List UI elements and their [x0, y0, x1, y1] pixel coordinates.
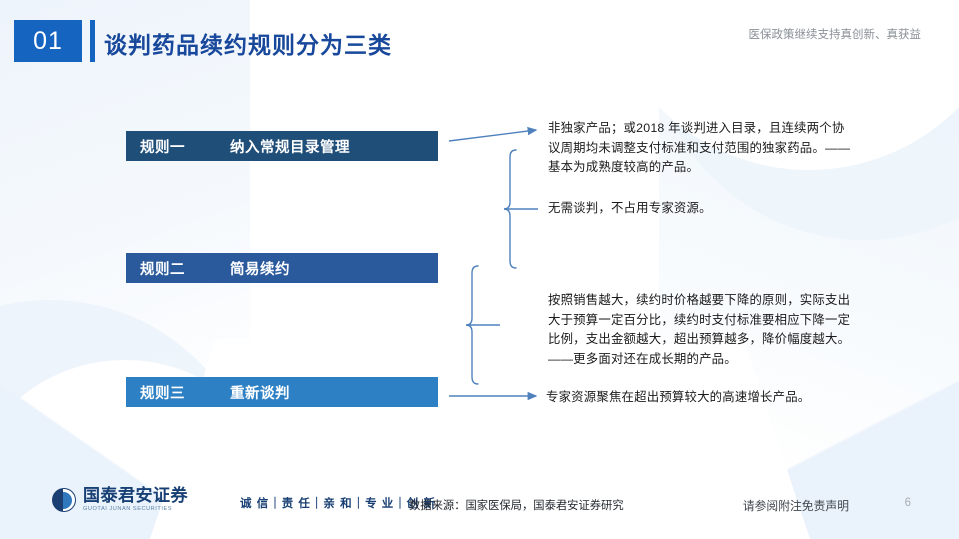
section-number-badge: 01: [14, 20, 82, 62]
header-topic-note: 医保政策继续支持真创新、真获益: [748, 29, 922, 41]
company-logo: 国泰君安证券 GUOTAI JUNAN SECURITIES: [52, 487, 188, 513]
header-divider-rule: [90, 20, 95, 62]
page-number: 6: [904, 497, 911, 509]
rule-box-2-desc: 简易续约: [230, 261, 290, 278]
logo-mark-icon: [52, 488, 76, 512]
rule-box-2-name: 规则二: [140, 261, 185, 278]
rule-box-1-name: 规则一: [140, 139, 185, 156]
paragraph-rule1-benefit: 无需谈判，不占用专家资源。: [548, 201, 712, 215]
company-slogan: 诚 信｜责 任｜亲 和｜专 业｜创 新: [240, 498, 436, 510]
paragraph-rule1-detail: 非独家产品；或2018 年谈判进入目录，且连续两个协议周期均未调整支付标准和支付…: [548, 121, 851, 174]
rule-box-3-desc: 重新谈判: [230, 385, 290, 402]
rule-box-3: 规则三 重新谈判: [126, 377, 438, 407]
page-title: 谈判药品续约规则分为三类: [104, 32, 392, 58]
data-source-note: 数据来源：国家医保局，国泰君安证券研究: [409, 500, 624, 512]
rule-box-1-desc: 纳入常规目录管理: [230, 139, 350, 156]
background-tint-right: [659, 0, 959, 539]
disclaimer-note: 请参阅附注免责声明: [742, 499, 849, 513]
logo-name-cn: 国泰君安证券: [83, 486, 188, 505]
rule-box-2: 规则二 简易续约: [126, 253, 438, 283]
arrow-rule1-to-para1: [448, 126, 538, 142]
rule-box-1: 规则一 纳入常规目录管理: [126, 131, 438, 161]
bracket-lower: [465, 265, 479, 385]
bracket-upper: [503, 149, 517, 269]
paragraph-rule3-detail: 专家资源聚焦在超出预算较大的高速增长产品。: [546, 390, 811, 404]
logo-wordmark: 国泰君安证券 GUOTAI JUNAN SECURITIES: [83, 487, 188, 513]
logo-name-en: GUOTAI JUNAN SECURITIES: [83, 506, 173, 512]
slide-header: 01 谈判药品续约规则分为三类 医保政策继续支持真创新、真获益: [0, 0, 959, 78]
rule-box-3-name: 规则三: [140, 385, 185, 402]
paragraph-rule2-detail: 按照销售越大，续约时价格越要下降的原则，实际支出大于预算一定百分比，续约时支付标…: [548, 293, 851, 366]
